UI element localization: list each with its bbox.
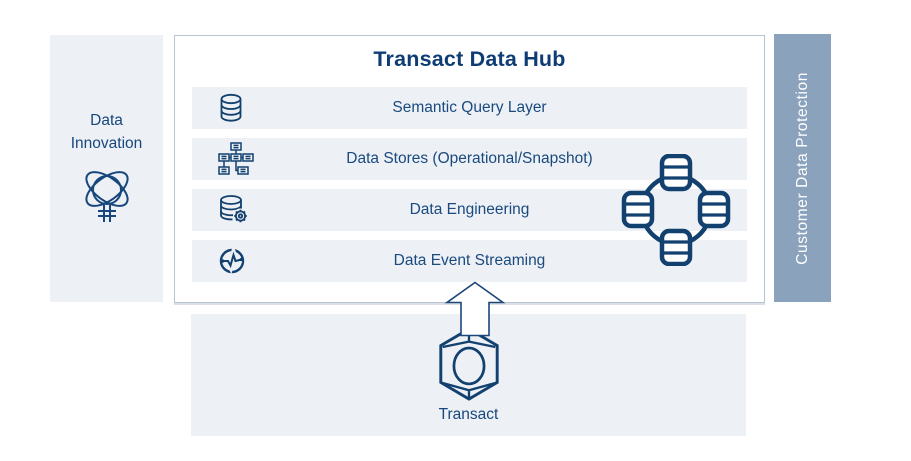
customer-data-protection-bar: Customer Data Protection [774,34,831,302]
row-label: Semantic Query Layer [392,99,547,116]
atom-orbit-icon [71,165,143,227]
hub-row-data-engineering: Data Engineering [192,189,747,231]
database-cluster-icon [621,154,731,266]
hub-row-data-event-streaming: Data Event Streaming [192,240,747,282]
row-label: Data Event Streaming [393,252,546,269]
transact-label: Transact [438,406,499,423]
customer-data-protection-label: Customer Data Protection [793,71,811,265]
data-innovation-panel: Data Innovation [50,35,163,302]
up-arrow-icon [444,281,506,337]
row-label: Data Engineering [409,201,530,218]
sitemap-icon [218,142,254,176]
database-icon [218,93,244,123]
hub-row-semantic-query-layer: Semantic Query Layer [192,87,747,129]
data-innovation-label: Data Innovation [70,112,143,152]
hub-title: Transact Data Hub [373,47,566,71]
transact-data-hub-box: Transact Data Hub Semantic Query Layer [174,35,765,303]
hub-row-data-stores: Data Stores (Operational/Snapshot) [192,138,747,180]
pulse-circle-icon [218,247,246,275]
row-label: Data Stores (Operational/Snapshot) [346,150,593,167]
database-gear-icon [218,195,250,226]
hexagon-node-icon [434,326,504,402]
